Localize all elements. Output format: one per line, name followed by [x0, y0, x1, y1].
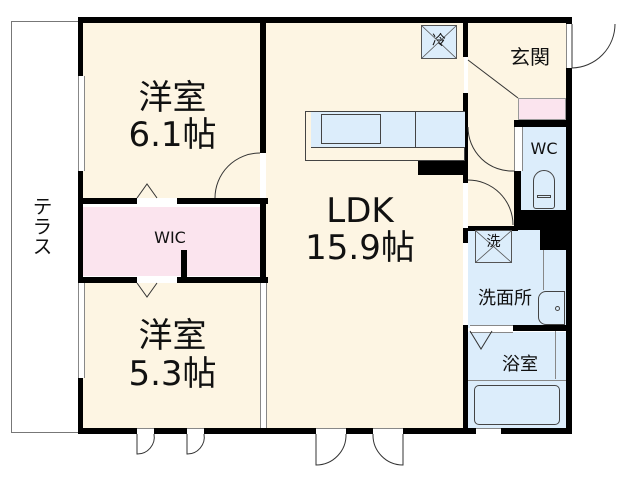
wic-label: WIC [154, 228, 186, 247]
terrace-label: テラス [29, 196, 53, 256]
wic-door-bottom[interactable] [137, 277, 177, 283]
washbasin-icon [538, 291, 565, 325]
wash-partition [543, 250, 544, 290]
bathtub [468, 380, 566, 428]
wall-ldk-east-2 [463, 93, 468, 183]
wall-wc-top [514, 120, 572, 127]
western1-name: 洋室 [138, 78, 207, 118]
wall-ldk-east-1 [463, 17, 468, 57]
fridge-label: 冷 [432, 33, 446, 49]
hall-ldk-door[interactable] [463, 183, 468, 228]
western-room-2 [82, 283, 263, 429]
kitchen-divider [415, 112, 416, 148]
entrance-door-gap[interactable] [566, 24, 573, 68]
wall-bedroom-ldk-2 [260, 187, 266, 283]
wall-wic-stub [181, 250, 187, 280]
western1-size: 6.1帖 [128, 115, 217, 155]
bedroom1-window [78, 76, 85, 171]
bath-window [476, 428, 501, 435]
bath-label: 浴室 [502, 354, 538, 375]
western2-size: 5.3帖 [128, 354, 217, 394]
wall-top [78, 17, 572, 23]
entrance-label: 玄関 [510, 45, 550, 69]
fridge-space: 冷 [421, 25, 457, 59]
bedroom1-door[interactable] [260, 153, 266, 198]
wall-left [78, 17, 83, 434]
western-room-1 [82, 23, 263, 199]
wall-ldk-east-4 [463, 325, 468, 433]
bedroom2-door-1[interactable] [137, 428, 154, 435]
wall-wc-left [514, 120, 521, 230]
shoe-cabinet [518, 98, 566, 120]
wall-wc-bottom [514, 210, 572, 230]
bedroom2-window [78, 283, 85, 378]
ldk-room [266, 23, 464, 429]
wall-hall-wash [463, 226, 518, 231]
walk-in-closet [82, 207, 263, 276]
washroom-label: 洗面所 [478, 288, 532, 309]
toilet-icon [533, 170, 555, 209]
ldk-name: LDK [326, 191, 394, 231]
bath-partition [555, 331, 556, 379]
bedroom2-ldk-window [260, 283, 267, 428]
washer-label: 洗 [486, 234, 501, 250]
hall [468, 123, 518, 228]
bedroom2-door-2[interactable] [187, 428, 204, 435]
wall-wash-pillar [540, 228, 570, 250]
wall-ldk-east-3 [463, 228, 468, 243]
wc-door[interactable] [514, 127, 523, 171]
ldk-door-2[interactable] [373, 428, 403, 435]
wall-bedroom-ldk [260, 17, 266, 187]
ldk-door-1[interactable] [316, 428, 346, 435]
wc-label: WC [530, 139, 558, 158]
ldk-size: 15.9帖 [305, 228, 415, 268]
wic-door-top[interactable] [137, 198, 177, 204]
wash-door[interactable] [463, 243, 468, 325]
kitchen-sink [321, 114, 381, 144]
wall-wash-bath [513, 325, 571, 331]
western2-name: 洋室 [138, 316, 207, 356]
washer-space: 洗 [475, 230, 512, 263]
terrace-frame-full [11, 21, 81, 433]
